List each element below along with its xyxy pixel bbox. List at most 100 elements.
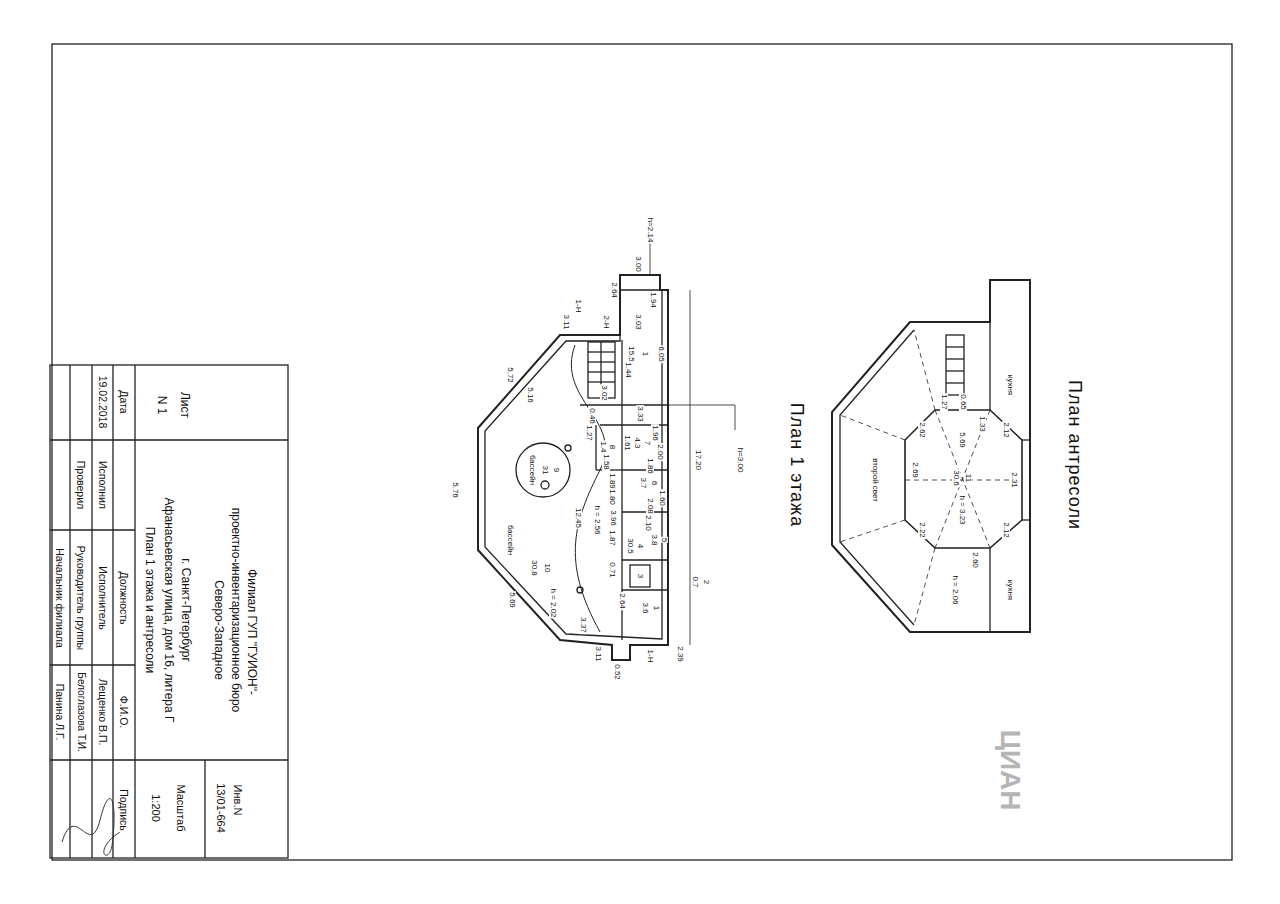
room-label: 4.3 [633,436,641,449]
dimension-label: 5.72 [506,366,514,384]
dimension-label: 2.64 [610,281,618,299]
dimension-label: 17.20 [694,449,702,471]
dimension-label: 1.44 [624,361,632,379]
dimension-label: h=2.14 [646,217,654,244]
dimension-label: 2.12 [1002,421,1010,439]
dimension-label: 2.60 [971,551,979,569]
room-label: 5 [660,537,668,543]
dimension-label: 6.05 [657,345,665,363]
title-block-text: Северо-Западное [213,579,225,681]
dimension-label: 2-Н [602,315,610,330]
dimension-label: 1.80 [608,488,616,506]
room-label: кухня [1006,579,1014,601]
room-label: 30.6 [952,469,960,487]
room-label: 9 [552,467,560,473]
dimension-label: 3.33 [636,405,644,423]
plan-title: План антресоли [1066,379,1084,531]
watermark: ЦИАН [996,728,1024,811]
first-floor-plan [478,240,735,660]
room-label: 31 [541,465,549,476]
title-block-text: Панина Л.Г. [55,683,66,742]
room-label: 3.6 [641,601,649,614]
dimension-label: 1.58 [602,453,610,471]
title-block-text: Лещенко В.П. [98,678,109,747]
title-block-text: проектно-инвентаризационное бюро [230,507,242,714]
dimension-label: h = 3.23 [958,494,966,525]
dimension-label: 1.33 [978,415,986,433]
dimension-label: 1.61 [623,434,631,452]
dimension-label: 1.96 [651,424,659,442]
title-block-text: 19.02.2018 [98,375,109,430]
title-block-text: Масштаб [175,783,186,832]
title-block-text: План 1 этажа и антресоли [144,526,156,675]
room-label: 3.7 [639,476,647,489]
dimension-label: 2.69 [911,461,919,479]
title-block-text: Исполнил [98,460,109,510]
dimension-label: 1.89 [608,472,616,490]
dimension-label: 0.71 [608,561,616,579]
dimension-label: h = 2.56 [593,504,601,535]
dimension-label: 2.12 [1002,521,1010,539]
dimension-label: h = 2.02 [549,587,557,618]
dimension-label: 1.60 [658,489,666,507]
room-label: 1 [641,351,649,357]
title-block-text: 13/01-664 [215,782,226,834]
plan-title: План 1 этажа [788,402,806,528]
dimension-label: 3.11 [562,314,570,331]
dimension-label: h = 2.06 [951,574,959,605]
room-label: 6 [650,480,658,486]
dimension-label: 2.22 [918,521,926,539]
room-label: 11 [964,473,972,483]
dimension-label: 0.52 [613,663,621,681]
dimension-label: 2.64 [618,592,626,610]
title-block-text: Руководитель группы [76,545,87,651]
title-block-text: Ф.И.О. [119,695,130,729]
dimension-label: 3.00 [634,255,642,273]
title-block-text: 1:200 [150,793,161,823]
dimension-label: 2.39 [676,645,684,663]
title-block-text: Афанасьевская улица, дом 16, литера Г [163,496,175,723]
dimension-label: 0.46 [588,407,596,425]
title-block-text: Инв.N [232,784,243,817]
sheet-frame [52,44,1232,860]
dimension-label: 3.03 [634,313,642,331]
room-label: 15.5 [627,345,635,363]
room-label: 2 [702,579,710,585]
dimension-label: 0.65 [959,393,967,411]
dimension-label: 2.31 [1010,471,1018,489]
room-label: второй свет [871,457,879,503]
dimension-label: 5.69 [508,591,516,609]
dimension-label: 5.16 [526,386,534,404]
dimension-label: 3.02 [600,384,608,402]
signature [62,799,120,856]
room-label: 10 [543,563,551,574]
mezzanine-plan [832,280,1030,632]
room-label: бассейн [506,524,514,556]
title-block-text: Лист [179,391,191,419]
dimension-label: 2.00 [656,443,664,461]
dimension-label: 1.87 [608,529,616,547]
room-label: 1.4 [599,440,607,453]
room-label: 3.8 [650,533,658,546]
dimension-label: 1.27 [585,424,593,442]
title-block-text: Проверил [76,460,87,510]
room-label: бассейн [528,454,536,486]
dimension-label: 5.69 [958,431,966,449]
title-block-text: Подпись [119,788,130,832]
room-label: 1 [652,605,660,611]
title-block-text: Исполнитель [98,565,109,631]
room-label: кухня [1006,374,1014,396]
title-block-text: Белоглазова Т.И. [76,671,86,752]
dimension-label: 12.45 [574,507,582,529]
dimension-label: h=3.00 [736,447,744,474]
dimension-label: 3.37 [579,616,587,634]
title-block-text: Должность [119,570,130,625]
dimension-label: 3.11 [594,646,602,663]
dimension-label: 2.10 [644,514,652,532]
dimension-label: 1-Н [646,649,654,664]
title-block-text: Дата [119,389,130,414]
title-block-text: N 1 [156,395,168,416]
dimension-label: 1.94 [649,291,657,309]
title-block-text: Филиал ГУП "ГУИОН"- [246,568,258,696]
